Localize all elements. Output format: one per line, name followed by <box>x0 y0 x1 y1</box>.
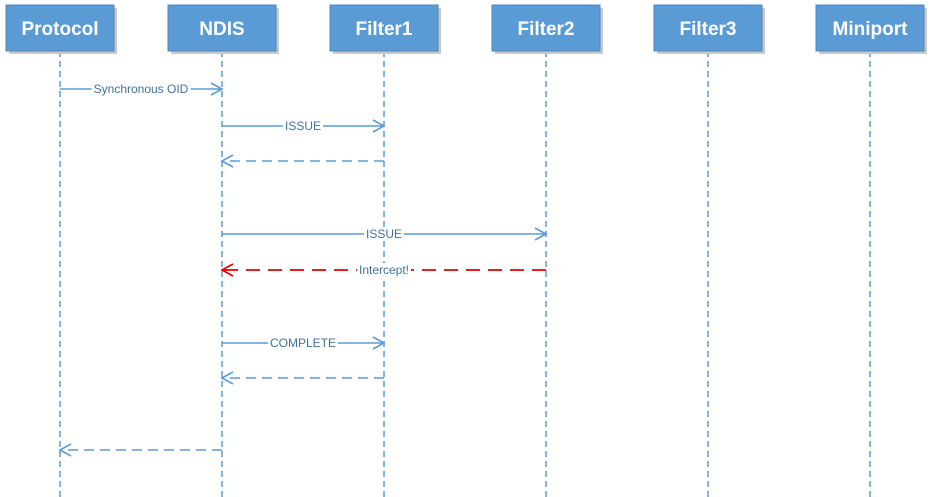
participant-filter3: Filter3 <box>653 4 765 54</box>
participant-label: Filter1 <box>355 19 412 40</box>
participant-box <box>491 4 601 52</box>
message-label: Synchronous OID <box>94 82 189 96</box>
participant-boxes: Protocol NDIS Filter1 Filter2 Filter3 Minipor… <box>5 4 927 54</box>
message-label-bg <box>356 263 412 277</box>
participant-filter2: Filter2 <box>491 4 603 54</box>
participant-label: NDIS <box>199 19 244 40</box>
message-label-bg <box>363 227 405 241</box>
message-label-bg <box>91 82 191 96</box>
message-6: COMPLETE <box>222 336 386 350</box>
message-5: Intercept! <box>220 263 546 277</box>
message-label: COMPLETE <box>270 336 336 350</box>
participant-protocol: Protocol <box>5 4 117 54</box>
message-label: ISSUE <box>285 119 321 133</box>
participant-box <box>5 4 115 52</box>
participant-box <box>653 4 763 52</box>
message-label-bg <box>267 336 339 350</box>
participant-box <box>167 4 277 52</box>
participant-label: Protocol <box>21 19 98 40</box>
participant-box <box>329 4 439 52</box>
message-1: Synchronous OID <box>60 82 224 96</box>
lifelines <box>59 51 871 497</box>
message-label-bg <box>282 119 324 133</box>
participant-miniport: Miniport <box>815 4 927 54</box>
participant-label: Miniport <box>833 19 909 40</box>
messages: Synchronous OID ISSUE ISSUE Intercept! COMPL… <box>58 82 548 457</box>
message-4: ISSUE <box>222 227 548 241</box>
message-label: Intercept! <box>359 263 409 277</box>
participant-label: Filter3 <box>679 19 736 40</box>
participant-ndis: NDIS <box>167 4 279 54</box>
participant-box <box>815 4 925 52</box>
message-2: ISSUE <box>222 119 386 133</box>
participant-label: Filter2 <box>517 19 574 40</box>
participant-filter1: Filter1 <box>329 4 441 54</box>
message-label: ISSUE <box>366 227 402 241</box>
